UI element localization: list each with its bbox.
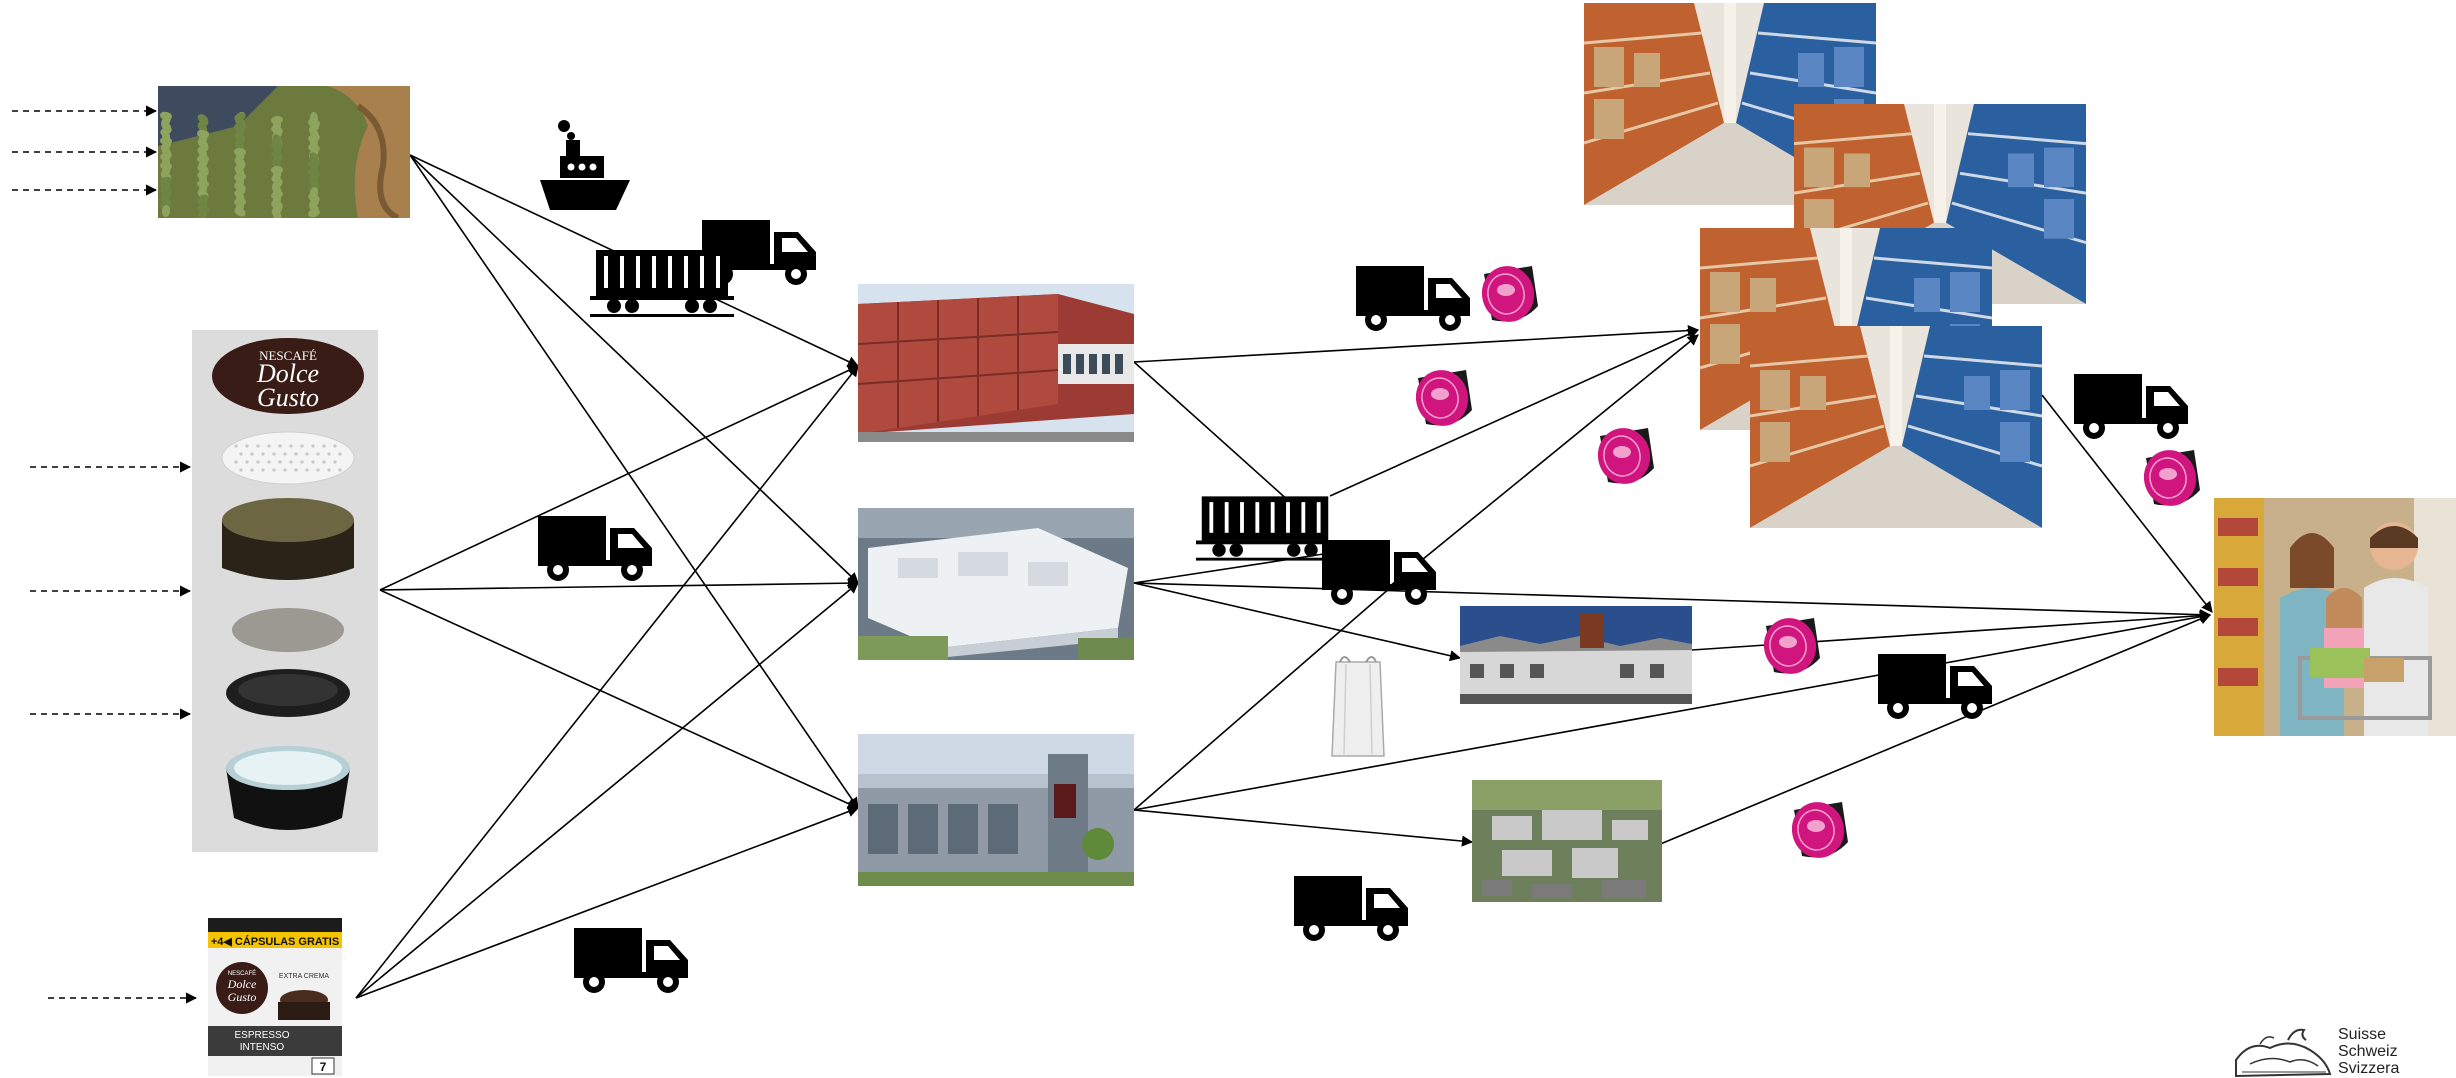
flow-arrow — [409, 154, 859, 809]
box-product-line2: INTENSO — [240, 1042, 285, 1053]
flow-arrow — [379, 589, 860, 809]
factory-red-facade-image — [858, 284, 1134, 442]
capsule-icon — [1480, 260, 1540, 326]
footer-line-2: Schweiz — [2338, 1043, 2398, 1060]
flow-arrow — [355, 806, 860, 999]
capsule-icon — [2142, 444, 2202, 510]
capsule-components-panel: NESCAFÉ Dolce Gusto — [192, 330, 378, 852]
box-brand-line2: Gusto — [228, 990, 257, 1004]
flow-arrow — [379, 365, 860, 591]
nestle-logo: Suisse Schweiz Svizzera — [2230, 1020, 2456, 1078]
packaging-brand-line2: Gusto — [257, 383, 319, 412]
truck-icon — [1878, 652, 1994, 720]
dolce-gusto-box-image: +4◀ CÁPSULAS GRATIS NESCAFÉ Dolce Gusto … — [208, 918, 342, 1076]
truck-icon — [574, 926, 690, 994]
factory-aerial-image — [858, 508, 1134, 660]
capsule-icon — [1762, 612, 1822, 678]
footer-line-1: Suisse — [2338, 1026, 2387, 1043]
flow-arrow — [1389, 334, 1699, 587]
flow-arrow — [1133, 361, 1291, 503]
flow-arrow — [355, 365, 859, 999]
box-banner: +4◀ CÁPSULAS GRATIS — [211, 935, 339, 948]
dolce-gusto-lid — [212, 338, 364, 414]
flow-arrow — [1133, 324, 1700, 363]
footer-line-3: Svizzera — [2338, 1060, 2400, 1077]
flow-arrow — [1657, 613, 2212, 846]
capsule-icon — [1414, 364, 1474, 430]
packaging-brand-top: NESCAFÉ — [259, 348, 317, 363]
flow-arrow — [1133, 809, 1474, 847]
box-brand-line1: Dolce — [227, 977, 257, 991]
rail-wagon-icon — [1196, 494, 1334, 562]
bulk-bag-icon — [1326, 652, 1390, 764]
truck-icon — [1322, 538, 1438, 606]
box-product-line1: ESPRESSO — [234, 1030, 289, 1041]
retail-shoppers-image — [2214, 498, 2456, 736]
truck-icon — [1294, 874, 1410, 942]
production-plant-image — [1460, 606, 1692, 704]
flow-arrow — [1133, 587, 1391, 811]
filter-disc — [221, 431, 355, 485]
flow-arrow — [1133, 611, 2212, 811]
capsule-icon — [1596, 422, 1656, 488]
flow-arrow — [1133, 582, 1462, 662]
box-extra: EXTRA CREMA — [279, 973, 330, 980]
flow-arrow — [1133, 582, 2212, 621]
rail-wagon-icon — [590, 248, 734, 318]
factory-grey-building-image — [858, 734, 1134, 886]
ship-icon — [538, 118, 632, 210]
flow-arrow — [1329, 329, 1700, 497]
green-coffee-beans-image — [158, 86, 410, 218]
flow-arrow — [2041, 394, 2213, 613]
flow-arrow — [409, 154, 859, 584]
capsule-icon — [1790, 796, 1850, 862]
truck-icon — [1356, 264, 1472, 332]
box-brand-top: NESCAFÉ — [228, 970, 256, 977]
aerial-plant-image — [1472, 780, 1662, 902]
flow-arrow — [379, 577, 860, 591]
mesh-disc — [232, 608, 344, 652]
truck-icon — [538, 514, 654, 582]
truck-icon — [2074, 372, 2190, 440]
box-intensity: 7 — [320, 1060, 327, 1074]
warehouse-image — [1750, 326, 2042, 528]
flow-arrow — [355, 582, 859, 999]
nestle-nest-logo — [2235, 1028, 2332, 1078]
packaging-brand-line1: Dolce — [256, 359, 319, 388]
